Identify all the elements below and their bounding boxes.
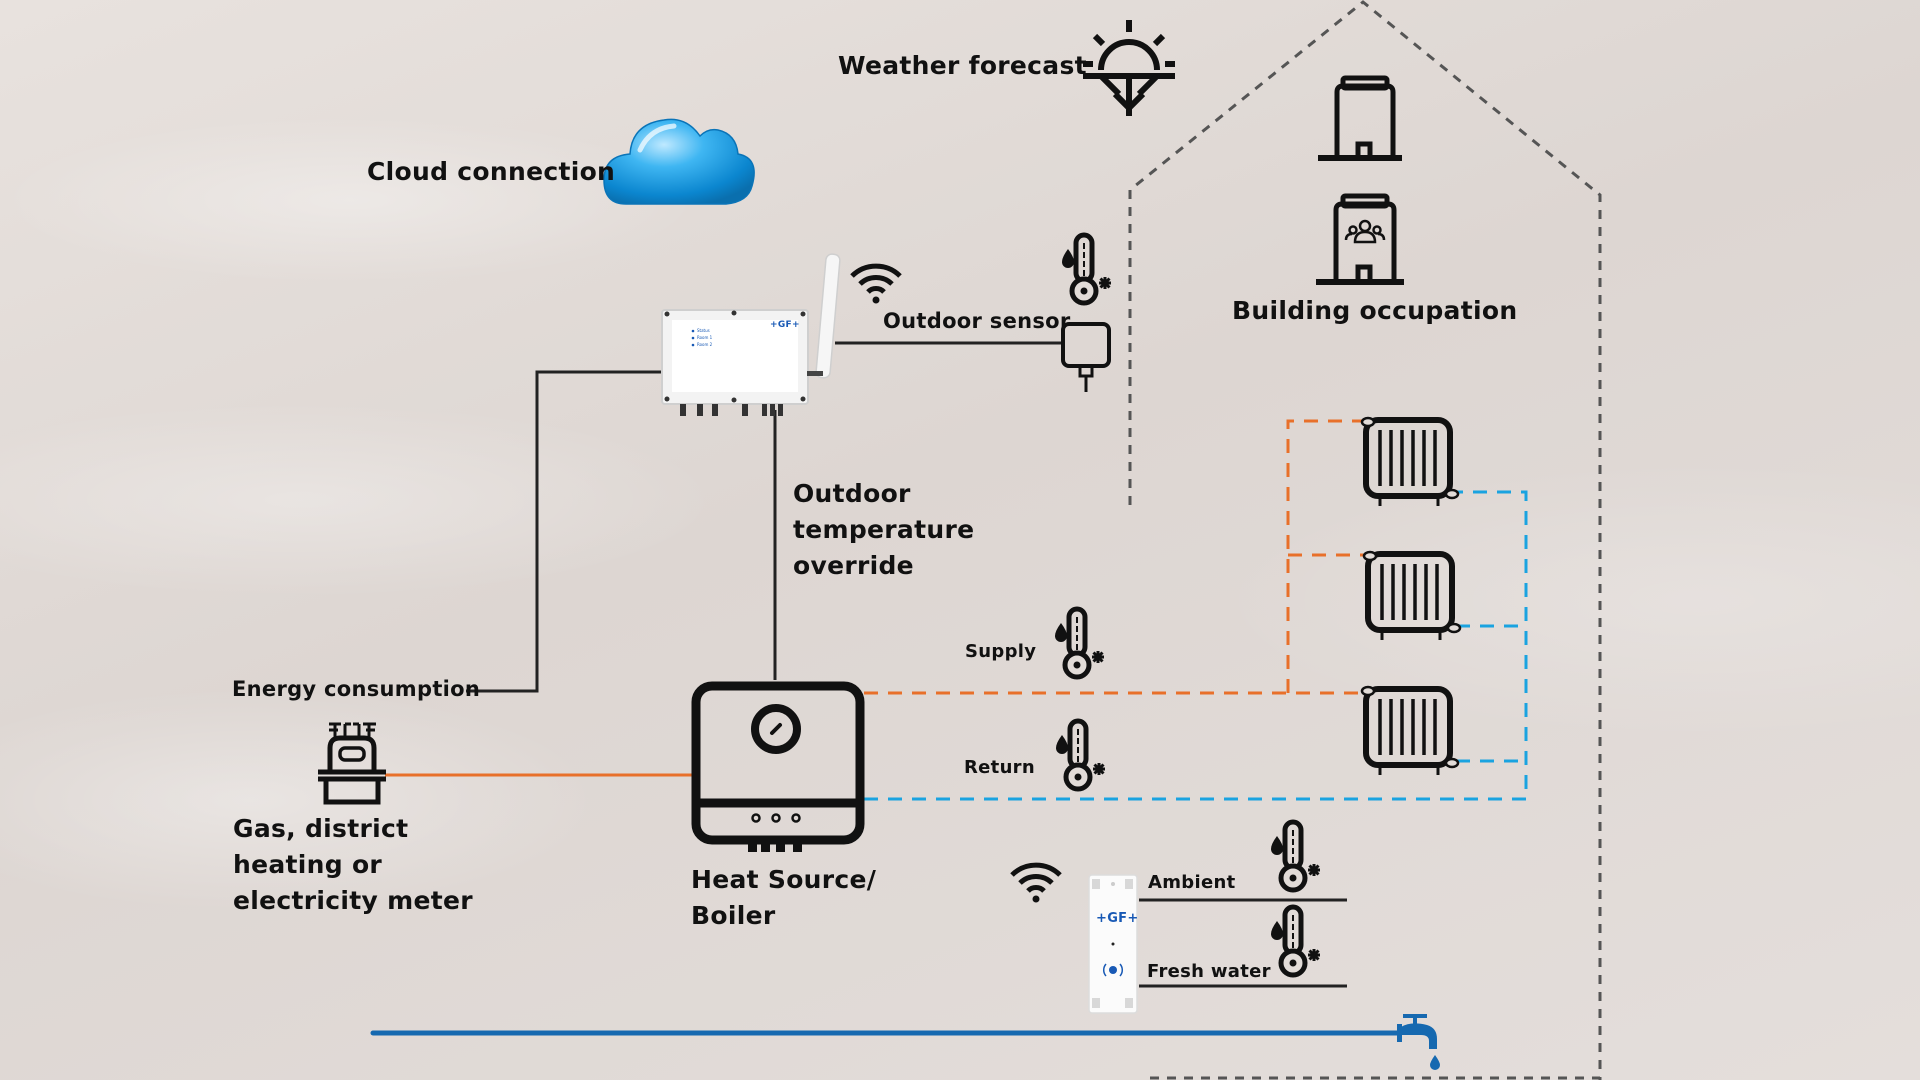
gas-meter-icon [318, 722, 386, 805]
sun-snowflake-icon [1083, 20, 1175, 116]
controller-menu-item[interactable]: Room 1 [697, 335, 713, 340]
energy-consumption-label: Energy consumption [232, 677, 481, 701]
controller-brand-logo: +GF+ [770, 320, 800, 330]
boiler-icon [691, 681, 865, 852]
cloud-connection-label: Cloud connection [367, 157, 616, 186]
supply-label: Supply [965, 641, 1037, 662]
return-thermometer-icon [1056, 721, 1105, 789]
radiator-icon [1362, 418, 1458, 506]
controller-menu-item[interactable]: Room 2 [697, 342, 713, 347]
radiator-icon [1362, 687, 1458, 775]
return-pipe [864, 490, 1528, 801]
fresh-water-thermometer-icon [1271, 907, 1320, 975]
wifi-icon [1012, 865, 1060, 902]
energy-consumption-line [466, 370, 663, 693]
cloud-icon [603, 118, 755, 205]
building-icon [1318, 75, 1402, 161]
ambient-thermometer-icon [1271, 822, 1320, 890]
return-label: Return [964, 757, 1035, 778]
supply-thermometer-icon [1055, 609, 1104, 677]
controller-menu: Status Room 1 Room 2 [697, 327, 712, 348]
building-people-icon [1316, 193, 1404, 285]
water-tap-icon [1397, 1014, 1440, 1070]
wifi-icon [852, 266, 900, 303]
outdoor-temperature-override-label: Outdoor temperature override [793, 479, 975, 580]
room-sensor-device[interactable] [1088, 874, 1138, 1014]
controller-device[interactable] [661, 253, 841, 416]
outdoor-sensor-label: Outdoor sensor [883, 309, 1071, 333]
ambient-label: Ambient [1148, 872, 1236, 893]
house-outline [1128, 0, 1602, 1080]
outdoor-sensor-icon [1061, 322, 1111, 392]
heat-source-label: Heat Source/ Boiler [691, 865, 877, 930]
weather-forecast-label: Weather forecast [838, 51, 1087, 80]
building-occupation-label: Building occupation [1232, 296, 1518, 325]
meter-label: Gas, district heating or electricity met… [233, 814, 473, 915]
supply-pipe [864, 419, 1364, 695]
room-sensor-brand-logo: +GF+ [1096, 911, 1139, 926]
radiator-icon [1364, 552, 1460, 640]
fresh-water-label: Fresh water [1147, 961, 1271, 982]
thermometer-icon [1062, 235, 1111, 303]
controller-menu-item[interactable]: Status [697, 328, 710, 333]
